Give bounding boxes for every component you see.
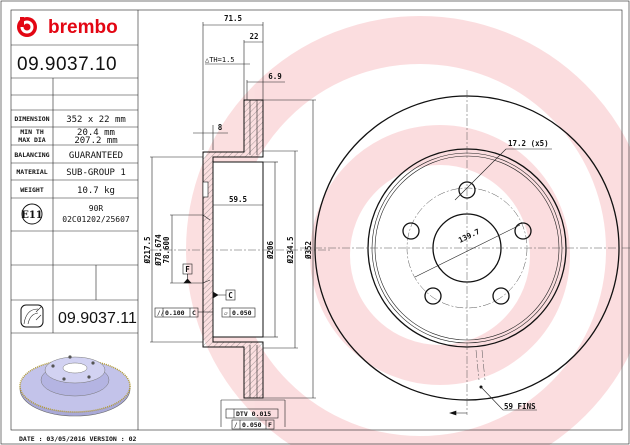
spec-value-min-th: 20.4 mm [77,128,115,138]
dimension-lines [150,22,316,399]
spec-table [11,10,139,430]
bolt-hole [424,287,442,305]
dim-thickness: 22 [249,32,258,41]
spec-label-min-th: MIN TH [20,128,44,136]
bolt-hole [514,222,532,240]
spec-label-max-dia: MAX DIA [18,136,45,144]
dim-234: Ø234.5 [286,236,295,264]
svg-text:F: F [185,265,190,274]
front-view [300,90,630,416]
dim-352: Ø352 [304,241,313,260]
bolt-hole [458,181,476,199]
approval-number: 02C01202/25607 [62,215,130,224]
date-version: DATE : 03/05/2016 VERSION : 02 [19,435,136,443]
dim-hat-wall: 8 [218,123,223,132]
svg-text:0.050: 0.050 [232,309,252,317]
svg-text:0.100: 0.100 [165,309,185,317]
dim-bore-max: Ø78.674 [154,234,163,267]
dim-206: Ø206 [266,240,275,260]
datum-c: C [212,289,236,301]
part-number: 09.9037.10 [17,54,117,75]
bolt-hole [492,287,510,305]
svg-text:DTV 0.015: DTV 0.015 [236,410,271,418]
flatness-tolerance: ▱ 0.050 [221,307,256,318]
dim-217: Ø217.5 [143,236,152,264]
runout-tolerance: / 0.050 F [231,419,275,430]
svg-text:F: F [268,421,272,429]
spec-value-weight: 10.7 kg [77,186,115,196]
pcd-dimension: 139.7 [457,227,481,245]
svg-text:C: C [228,291,233,300]
drawing-frame [10,9,623,431]
dim-delta-th: △TH=1.5 [205,56,235,64]
svg-text:▱: ▱ [224,310,228,317]
alt-part-number: 09.9037.11 [58,310,137,327]
bolt-hole [402,222,420,240]
spec-value-balancing: GUARANTEED [69,151,123,161]
brembo-logo-icon: brembo [17,17,118,38]
approval-code: 90R [89,204,104,213]
spec-value-dimension: 352 x 22 mm [66,115,126,125]
parallelism-tolerance: // 0.100 C [154,307,213,318]
e-mark-icon: E11 [21,203,43,225]
coated-disc-icon [20,304,44,328]
e-mark-text: E11 [21,210,43,221]
dim-bore-min: 78.600 [162,236,171,264]
spec-label-balancing: BALANCING [14,151,49,159]
svg-text://: // [157,310,165,317]
svg-text:0.050: 0.050 [242,421,262,429]
spec-value-max-dia: 207.2 mm [74,136,117,146]
spec-label-dimension: DIMENSION [14,115,49,123]
dim-groove: 6.9 [268,72,282,81]
disc-render-image [19,355,131,417]
brand-name: brembo [48,17,118,38]
svg-text:C: C [192,309,196,317]
spec-label-weight: WEIGHT [20,186,44,194]
dim-hat-depth: 59.5 [229,195,247,204]
bolt-hole-callout: 17.2 (x5) [508,139,549,148]
datum-f: F [182,263,193,284]
spec-label-material: MATERIAL [16,168,47,176]
dim-overall-height: 71.5 [224,14,242,23]
svg-text:/: / [234,422,238,429]
spec-value-material: SUB-GROUP 1 [66,168,126,178]
dtv-tolerance: DTV 0.015 [220,399,286,427]
fins-count: 59 FINS [504,402,536,411]
